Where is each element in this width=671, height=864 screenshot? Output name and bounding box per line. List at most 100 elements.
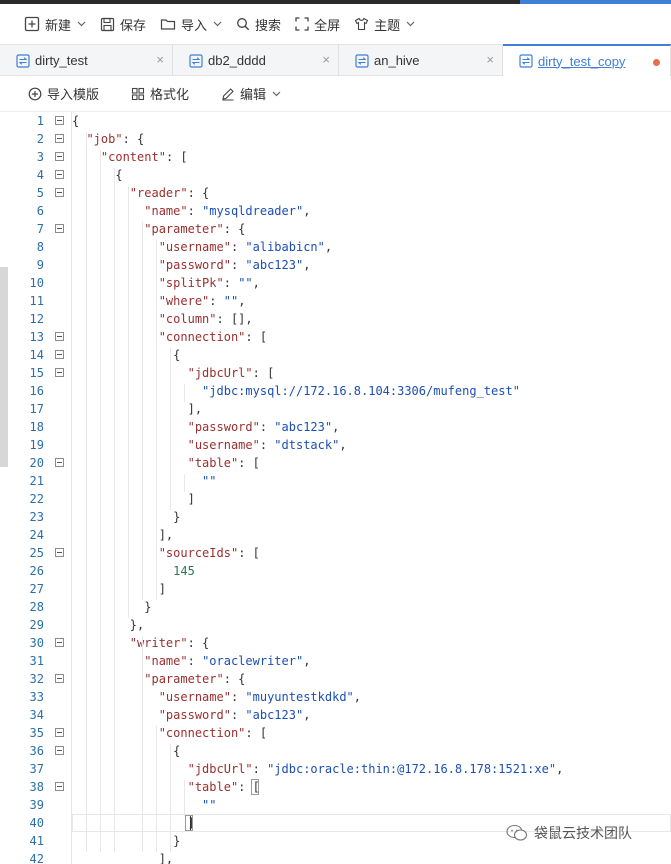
line-number: 9: [36, 258, 44, 272]
line-number: 1: [36, 114, 44, 128]
save-button[interactable]: 保存: [100, 4, 146, 44]
code-line[interactable]: 29 },: [0, 616, 671, 634]
code-line[interactable]: 36 {: [0, 742, 671, 760]
fold-toggle-icon[interactable]: [55, 116, 64, 125]
fold-toggle-icon[interactable]: [55, 458, 64, 467]
code-text: ]: [72, 582, 166, 596]
line-number: 3: [36, 150, 44, 164]
code-text: "username": "dtstack",: [187, 438, 347, 452]
code-text: "table": [: [187, 456, 260, 470]
code-line[interactable]: 23 }: [0, 508, 671, 526]
main-toolbar: 新建 保存 导入 搜索 全屏 主题: [0, 4, 671, 44]
indent-guide: [156, 564, 157, 582]
fold-toggle-icon[interactable]: [55, 368, 64, 377]
code-line[interactable]: 41 }: [0, 832, 671, 850]
search-button[interactable]: 搜索: [236, 4, 281, 44]
sync-task-icon: [189, 53, 203, 68]
fold-toggle-icon[interactable]: [55, 134, 64, 143]
fold-toggle-icon[interactable]: [55, 152, 64, 161]
code-line[interactable]: 42 ],: [0, 850, 671, 864]
indent-guide: [156, 726, 157, 852]
code-line[interactable]: 21 "": [0, 472, 671, 490]
line-number: 15: [29, 366, 44, 380]
code-line[interactable]: 18 "password": "abc123",: [0, 418, 671, 436]
code-line[interactable]: 17 ],: [0, 400, 671, 418]
fold-toggle-icon[interactable]: [55, 548, 64, 557]
fold-toggle-icon[interactable]: [55, 638, 64, 647]
edit-button[interactable]: 编辑: [221, 84, 281, 103]
fullscreen-button[interactable]: 全屏: [295, 4, 340, 44]
code-line[interactable]: 11 "where": "",: [0, 292, 671, 310]
line-number: 22: [29, 492, 44, 506]
code-line[interactable]: 15 "jdbcUrl": [: [0, 364, 671, 382]
code-line[interactable]: 37 "jdbcUrl": "jdbc:oracle:thin:@172.16.…: [0, 760, 671, 778]
code-text: "column": [],: [158, 312, 253, 326]
line-number: 8: [36, 240, 44, 254]
new-button[interactable]: 新建: [24, 4, 86, 44]
code-line[interactable]: 1{: [0, 112, 671, 130]
code-line[interactable]: 26 145: [0, 562, 671, 580]
format-button[interactable]: 格式化: [131, 84, 189, 103]
close-icon[interactable]: ×: [322, 52, 330, 67]
code-line[interactable]: 24 ],: [0, 526, 671, 544]
import-label: 导入: [181, 17, 208, 33]
code-line[interactable]: 33 "username": "muyuntestkdkd",: [0, 688, 671, 706]
indent-guide: [170, 744, 171, 852]
code-line[interactable]: 12 "column": [],: [0, 310, 671, 328]
tab-db2-dddd[interactable]: db2_dddd ×: [173, 45, 339, 76]
tab-an-hive[interactable]: an_hive ×: [339, 45, 503, 76]
window-top-strip: [0, 0, 671, 4]
code-line[interactable]: 14 {: [0, 346, 671, 364]
code-line[interactable]: 39 "": [0, 796, 671, 814]
code-text: "splitPk": "",: [158, 276, 260, 290]
code-line[interactable]: 19 "username": "dtstack",: [0, 436, 671, 454]
save-label: 保存: [120, 17, 147, 33]
line-number: 37: [29, 762, 44, 776]
folder-icon: [160, 19, 176, 30]
code-line[interactable]: 2 "job": {: [0, 130, 671, 148]
tab-dirty-test-copy[interactable]: dirty_test_copy: [503, 44, 671, 76]
code-text: "content": [: [100, 150, 188, 164]
fold-toggle-icon[interactable]: [55, 350, 64, 359]
code-line[interactable]: 22 ]: [0, 490, 671, 508]
code-text: {: [72, 168, 123, 182]
code-line[interactable]: 13 "connection": [: [0, 328, 671, 346]
fold-toggle-icon[interactable]: [55, 224, 64, 233]
close-icon[interactable]: ×: [486, 52, 494, 67]
import-template-button[interactable]: 导入模版: [28, 84, 99, 103]
code-editor[interactable]: 1{2 "job": {3 "content": [4 {5 "reader":…: [0, 112, 671, 864]
code-line[interactable]: 4 {: [0, 166, 671, 184]
fold-toggle-icon[interactable]: [55, 746, 64, 755]
code-line[interactable]: 28 }: [0, 598, 671, 616]
fold-toggle-icon[interactable]: [55, 188, 64, 197]
code-line[interactable]: 32 "parameter": {: [0, 670, 671, 688]
code-line[interactable]: 6 "name": "mysqldreader",: [0, 202, 671, 220]
code-line[interactable]: 27 ]: [0, 580, 671, 598]
fold-toggle-icon[interactable]: [55, 170, 64, 179]
theme-button[interactable]: 主题: [354, 4, 415, 44]
code-line[interactable]: 16 "jdbc:mysql://172.16.8.104:3306/mufen…: [0, 382, 671, 400]
fold-toggle-icon[interactable]: [55, 674, 64, 683]
close-icon[interactable]: ×: [156, 52, 164, 67]
code-line[interactable]: 38 "table": [: [0, 778, 671, 796]
code-line[interactable]: 5 "reader": {: [0, 184, 671, 202]
code-line[interactable]: 3 "content": [: [0, 148, 671, 166]
code-line[interactable]: 7 "parameter": {: [0, 220, 671, 238]
code-line[interactable]: 25 "sourceIds": [: [0, 544, 671, 562]
code-line[interactable]: 10 "splitPk": "",: [0, 274, 671, 292]
code-line[interactable]: 20 "table": [: [0, 454, 671, 472]
fold-toggle-icon[interactable]: [55, 332, 64, 341]
save-icon: [100, 17, 115, 31]
import-button[interactable]: 导入: [160, 4, 222, 44]
fold-toggle-icon[interactable]: [55, 782, 64, 791]
tab-dirty-test[interactable]: dirty_test ×: [0, 45, 173, 76]
code-line[interactable]: 9 "password": "abc123",: [0, 256, 671, 274]
code-line[interactable]: 34 "password": "abc123",: [0, 706, 671, 724]
code-line[interactable]: 8 "username": "alibabicn",: [0, 238, 671, 256]
fold-toggle-icon[interactable]: [55, 728, 64, 737]
code-line[interactable]: 35 "connection": [: [0, 724, 671, 742]
line-number: 6: [36, 204, 44, 218]
code-line[interactable]: 30 "writer": {: [0, 634, 671, 652]
code-line[interactable]: 40 ]: [0, 814, 671, 832]
code-line[interactable]: 31 "name": "oraclewriter",: [0, 652, 671, 670]
